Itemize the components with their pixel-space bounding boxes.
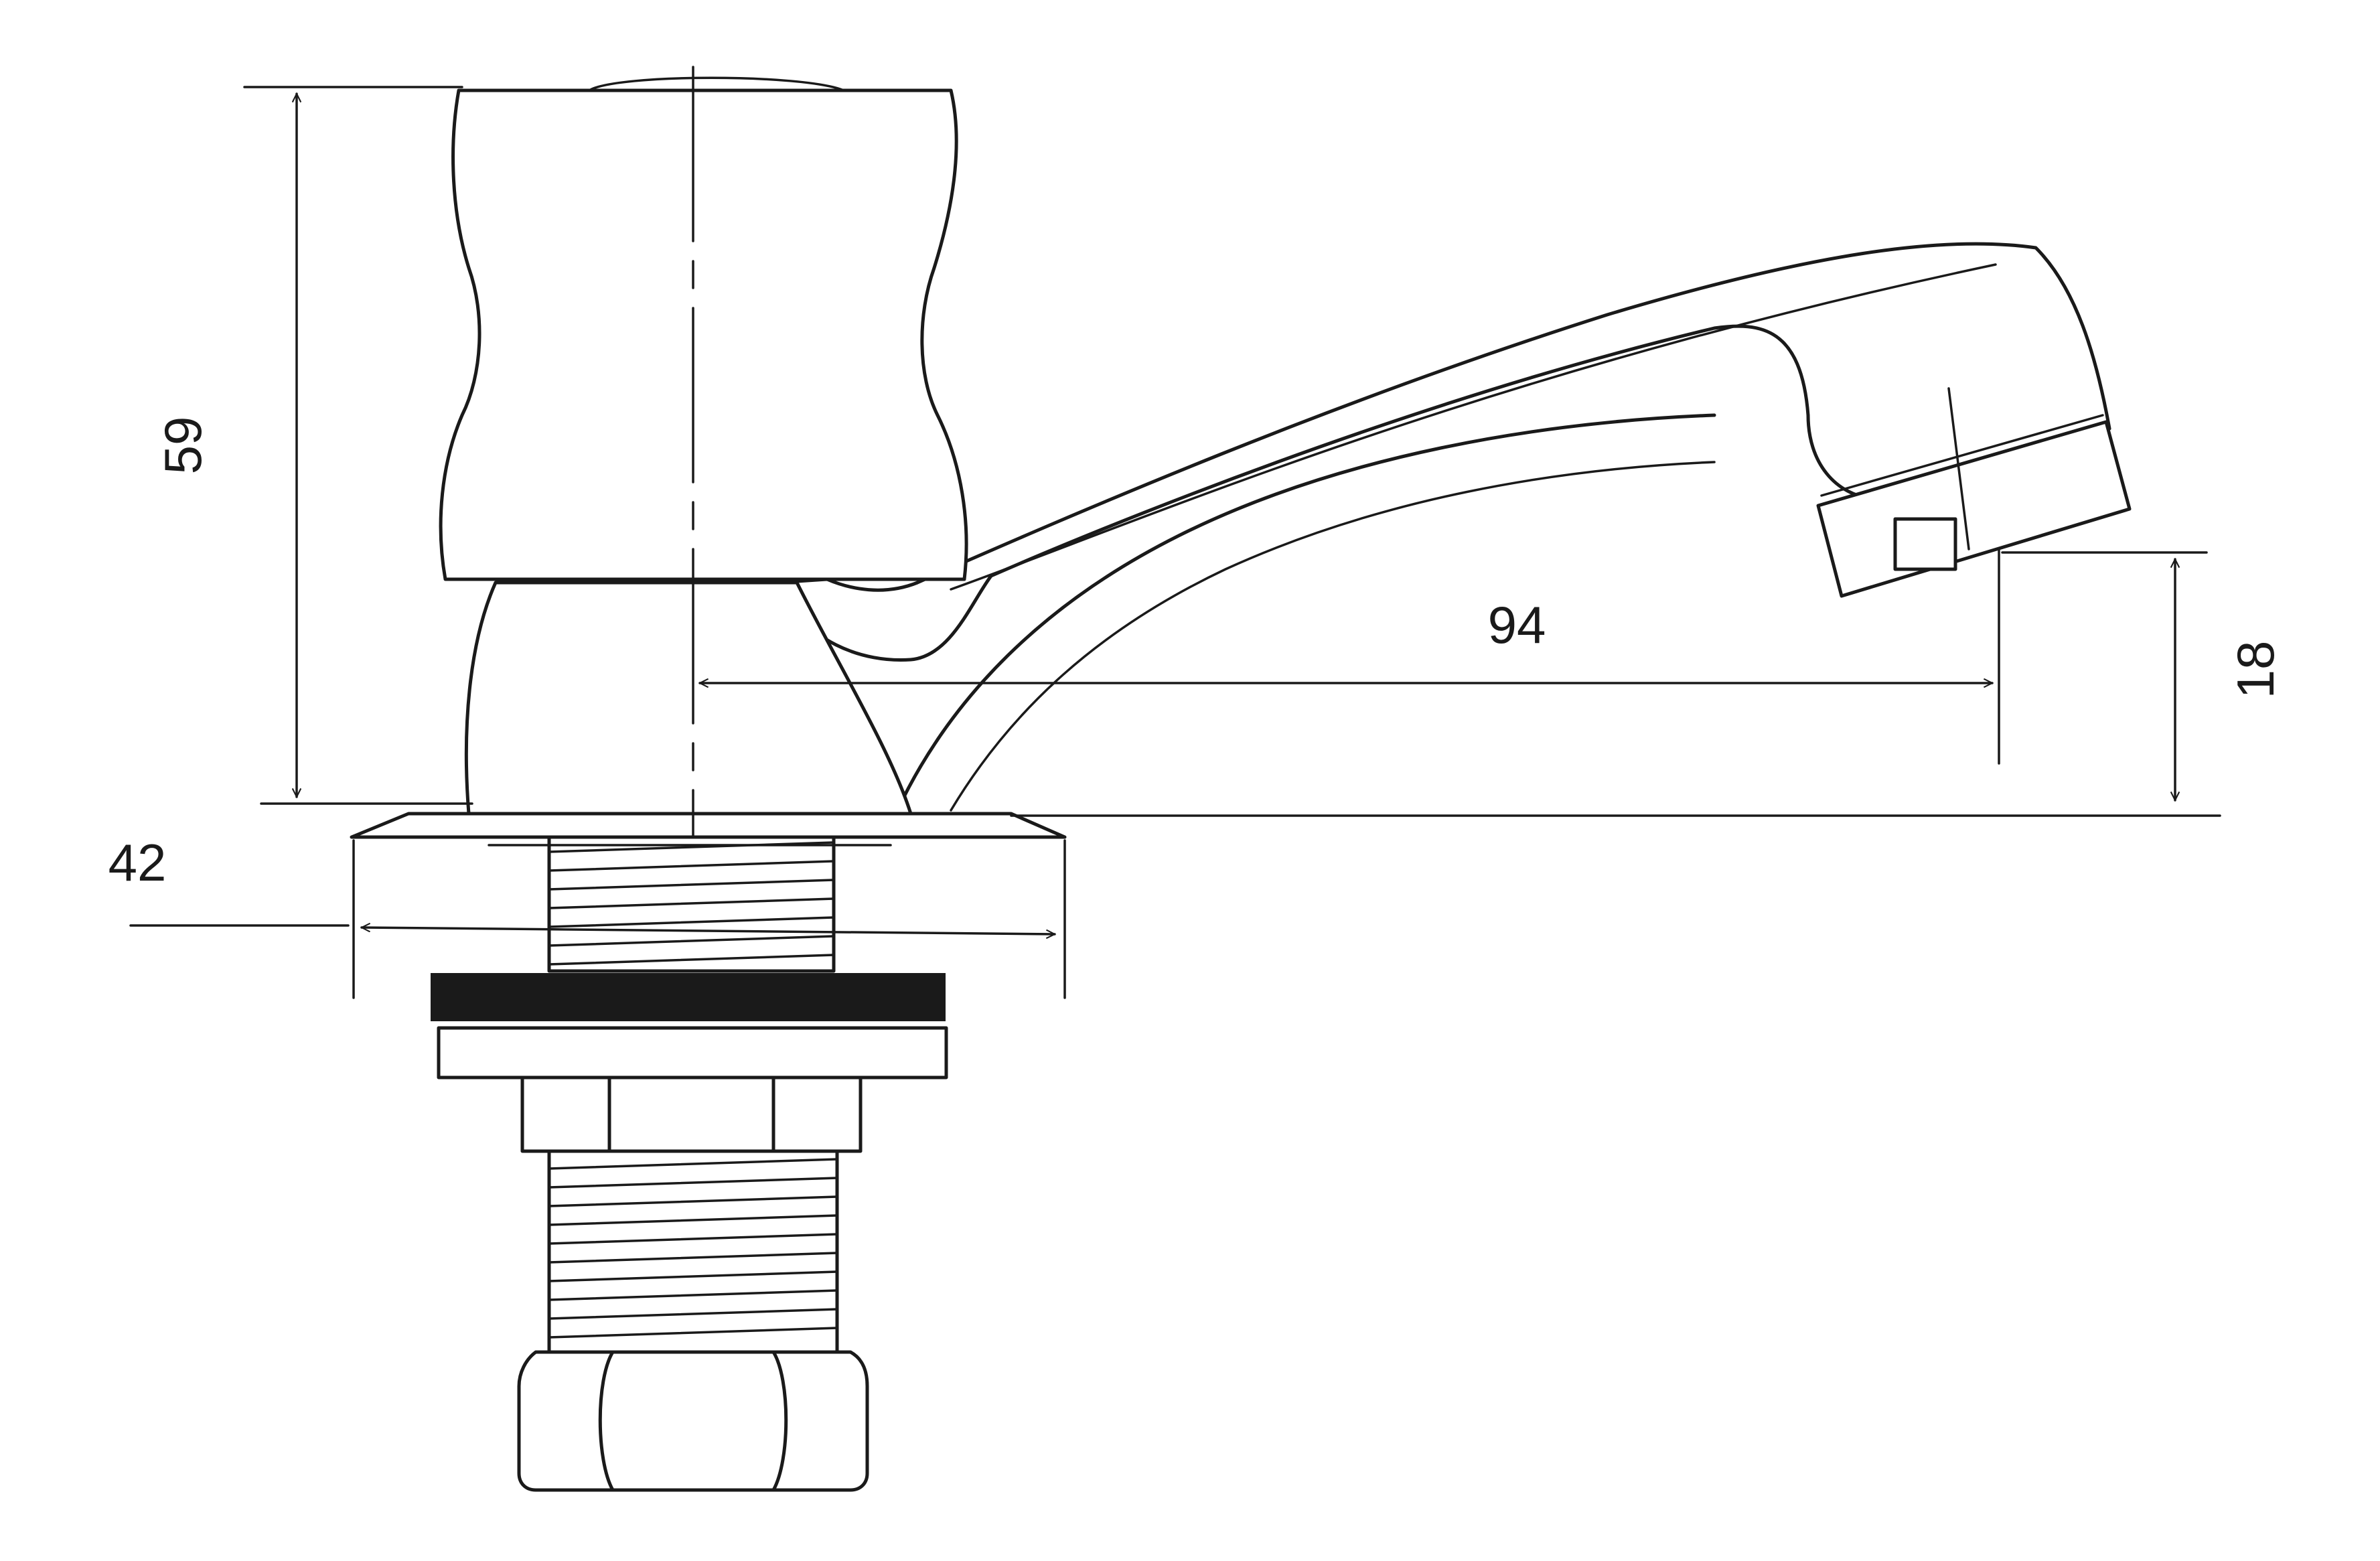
aerator-ridge <box>1820 414 2104 497</box>
lower-thread <box>547 1149 839 1354</box>
lock-nut <box>520 1075 863 1153</box>
dimension-94-label: 94 <box>1488 595 1546 654</box>
dimension-18-label: 18 <box>2226 641 2285 699</box>
dimension-94: 94 <box>698 548 2000 765</box>
spout-outline <box>775 242 2111 662</box>
hex-nut <box>517 1350 869 1492</box>
rubber-washer <box>431 973 946 1021</box>
lower-thread-lines <box>548 1158 838 1339</box>
metal-washer <box>437 1026 948 1080</box>
lower-thread-body <box>547 1149 839 1354</box>
aerator-center-line <box>1947 387 1970 550</box>
dimension-arrow-42 <box>360 927 1056 934</box>
dimension-18: 18 <box>1010 551 2285 817</box>
aerator <box>1816 387 2132 598</box>
handle <box>439 76 968 581</box>
upper-thread <box>488 835 892 973</box>
spout-lower-curve <box>895 413 1716 812</box>
spout <box>775 242 2111 812</box>
aerator-slot <box>1893 517 1957 571</box>
base-flange <box>350 812 1067 839</box>
dimension-42: 42 <box>108 833 1066 999</box>
upper-thread-lines <box>548 841 835 966</box>
dimension-42-label: 42 <box>108 833 167 892</box>
hex-nut-body <box>517 1350 869 1492</box>
dimension-59-label: 59 <box>153 417 212 475</box>
spout-lower-curve-inner <box>950 461 1716 812</box>
dimension-59: 59 <box>153 86 473 805</box>
lock-nut-body <box>520 1075 863 1153</box>
spout-highlight-upper <box>950 263 1997 591</box>
hex-nut-faces <box>598 1350 788 1492</box>
handle-cap <box>588 76 845 92</box>
handle-outline <box>439 88 968 581</box>
lock-nut-faces <box>607 1075 775 1153</box>
